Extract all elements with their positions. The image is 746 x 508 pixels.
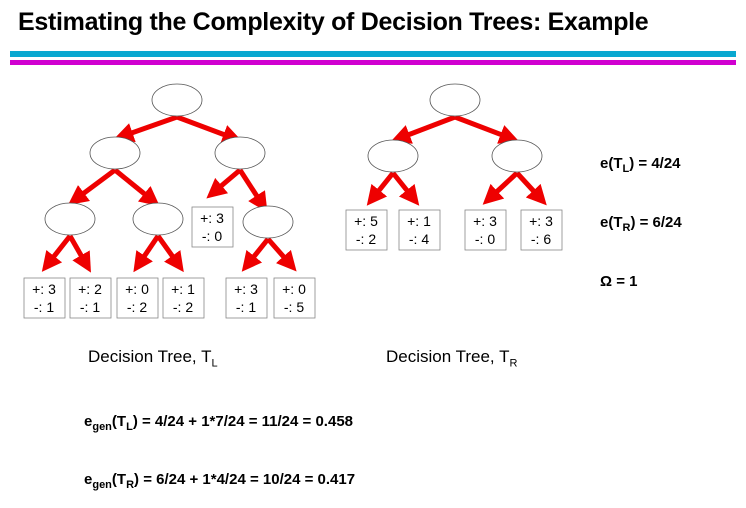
leaf-count: -: 4 bbox=[409, 231, 429, 247]
branch-arrow bbox=[176, 114, 243, 144]
right-tree-caption: Decision Tree, TR bbox=[386, 347, 518, 370]
leaf-count: -: 0 bbox=[475, 231, 495, 247]
leaf-box bbox=[273, 277, 316, 319]
leaf-count: -: 0 bbox=[202, 228, 222, 244]
title-underline-magenta bbox=[10, 60, 736, 65]
branch-arrow bbox=[366, 171, 395, 206]
title-underline-cyan bbox=[10, 51, 736, 57]
leaf-box bbox=[116, 277, 159, 319]
branch-arrow bbox=[391, 171, 420, 206]
error-right: e(TR) = 6/24 bbox=[600, 214, 682, 234]
branch-arrow bbox=[482, 171, 519, 205]
leaf-count: +: 3 bbox=[473, 213, 497, 229]
branch-arrow bbox=[266, 237, 297, 272]
tree-node bbox=[429, 83, 481, 117]
leaf-count: -: 2 bbox=[127, 299, 147, 315]
slide-title: Estimating the Complexity of Decision Tr… bbox=[18, 8, 649, 36]
leaf-box bbox=[162, 277, 205, 319]
leaf-box bbox=[398, 209, 441, 251]
leaf-count: +: 3 bbox=[200, 210, 224, 226]
leaf-count: +: 3 bbox=[529, 213, 553, 229]
branch-arrow bbox=[515, 171, 547, 206]
leaf-box bbox=[345, 209, 388, 251]
branch-arrow bbox=[67, 167, 117, 205]
leaf-box bbox=[69, 277, 112, 319]
leaf-count: +: 0 bbox=[125, 281, 149, 297]
branch-arrow bbox=[113, 168, 160, 207]
tree-node bbox=[367, 139, 419, 173]
leaf-box bbox=[520, 209, 563, 251]
tree-node bbox=[44, 202, 96, 236]
error-left: e(TL) = 4/24 bbox=[600, 155, 681, 175]
leaf-count: -: 5 bbox=[284, 299, 304, 315]
branch-arrow bbox=[454, 114, 520, 144]
leaf-box bbox=[191, 206, 234, 248]
leaf-count: -: 6 bbox=[531, 231, 551, 247]
leaf-count: +: 3 bbox=[32, 281, 56, 297]
branch-arrow bbox=[113, 114, 178, 143]
branch-arrow bbox=[241, 237, 270, 272]
omega-value: Ω = 1 bbox=[600, 273, 638, 290]
branch-arrow bbox=[41, 234, 72, 272]
leaf-count: -: 2 bbox=[173, 299, 193, 315]
leaf-count: +: 0 bbox=[282, 281, 306, 297]
branch-arrow bbox=[67, 234, 91, 273]
leaf-count: -: 2 bbox=[356, 231, 376, 247]
leaf-count: +: 1 bbox=[407, 213, 431, 229]
left-tree-caption: Decision Tree, TL bbox=[88, 347, 218, 370]
branch-arrow bbox=[206, 168, 242, 199]
leaf-count: -: 1 bbox=[34, 299, 54, 315]
gen-error-right: egen(TR) = 6/24 + 1*4/24 = 10/24 = 0.417 bbox=[84, 471, 356, 491]
tree-node bbox=[89, 136, 141, 170]
leaf-box bbox=[464, 209, 507, 251]
leaf-box bbox=[23, 277, 66, 319]
leaf-count: +: 1 bbox=[171, 281, 195, 297]
tree-node bbox=[214, 136, 266, 170]
branch-arrow bbox=[237, 168, 268, 213]
leaf-count: +: 3 bbox=[234, 281, 258, 297]
branch-arrow bbox=[133, 234, 161, 273]
tree-node bbox=[151, 83, 203, 117]
branch-arrow bbox=[390, 114, 456, 144]
leaf-count: +: 2 bbox=[78, 281, 102, 297]
branch-arrow bbox=[155, 234, 184, 273]
leaf-count: +: 5 bbox=[354, 213, 378, 229]
gen-error-left: egen(TL) = 4/24 + 1*7/24 = 11/24 = 0.458 bbox=[84, 413, 354, 433]
tree-node bbox=[242, 205, 294, 239]
leaf-count: -: 1 bbox=[236, 299, 256, 315]
leaf-box bbox=[225, 277, 268, 319]
tree-node bbox=[491, 139, 543, 173]
leaf-count: -: 1 bbox=[80, 299, 100, 315]
tree-node bbox=[132, 202, 184, 236]
